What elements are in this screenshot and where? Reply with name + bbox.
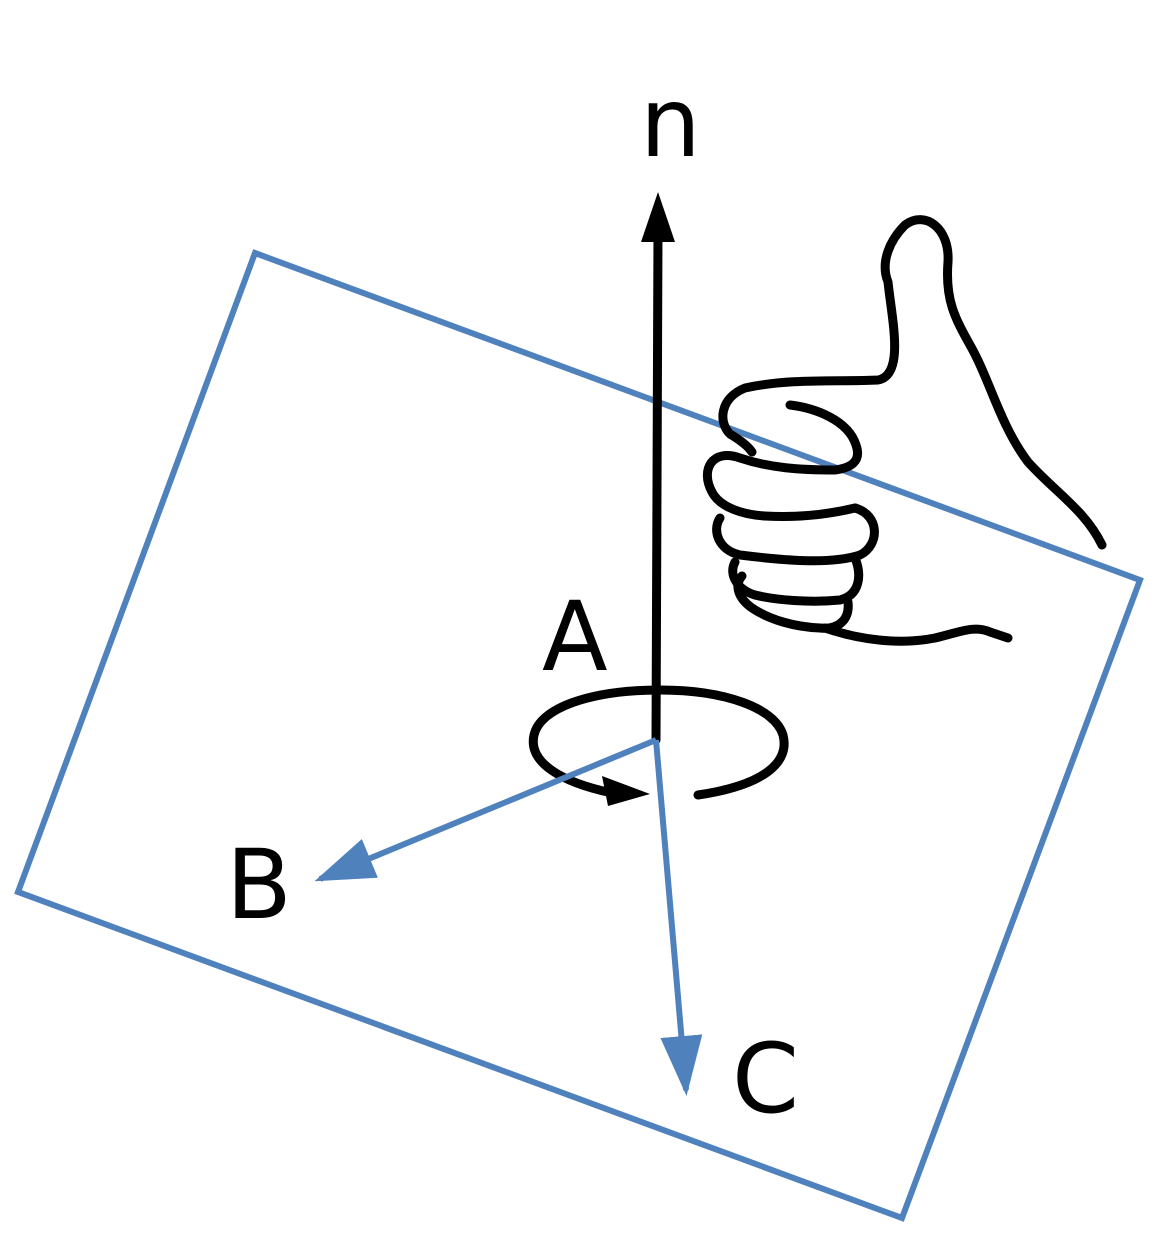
- normal-arrowhead: [641, 192, 675, 242]
- rotation-arrow-icon: [528, 685, 789, 806]
- normal-vector: [641, 192, 675, 745]
- label-n: n: [640, 67, 701, 179]
- vector-ab: [314, 737, 658, 882]
- thumbs-up-hand-icon: [702, 215, 1107, 646]
- vector-ac: [653, 739, 703, 1096]
- plane-outline: [14, 249, 1144, 1222]
- label-c: C: [732, 1023, 799, 1135]
- label-b: B: [226, 829, 292, 941]
- label-a: A: [542, 581, 608, 693]
